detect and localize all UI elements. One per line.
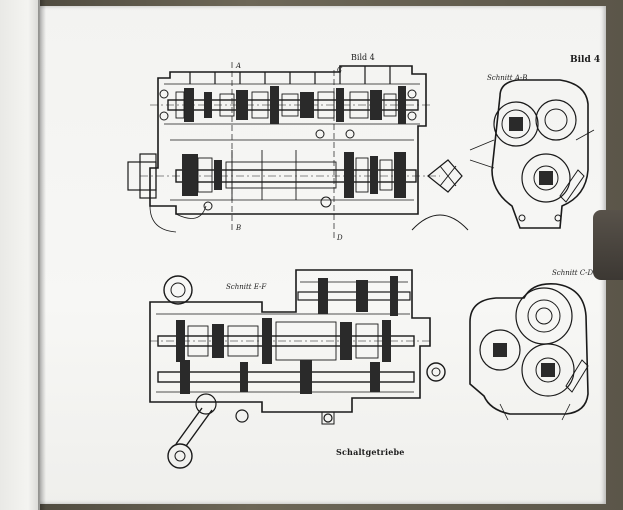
marker-c: C	[337, 66, 343, 74]
marker-b: B	[235, 224, 241, 232]
figure-number-corner: Bild 4	[570, 55, 601, 65]
section-ab-label: Schnitt A-B	[487, 74, 528, 82]
marker-a: A	[235, 62, 241, 70]
marker-d: D	[336, 234, 343, 242]
section-ab-drawing	[469, 79, 595, 229]
book-clip	[593, 210, 623, 280]
figure-caption: Schaltgetriebe	[336, 447, 405, 457]
section-cd-drawing	[469, 282, 589, 421]
top-longitudinal-section: A B C D	[127, 62, 469, 242]
section-ef-drawing	[149, 269, 446, 469]
section-ef-label: Schnitt E-F	[226, 283, 267, 291]
left-page	[0, 0, 40, 510]
section-cd-label: Schnitt C-D	[552, 269, 594, 277]
right-page	[40, 6, 606, 504]
figure-number-center: Bild 4	[351, 53, 375, 62]
book-gutter	[38, 0, 46, 510]
